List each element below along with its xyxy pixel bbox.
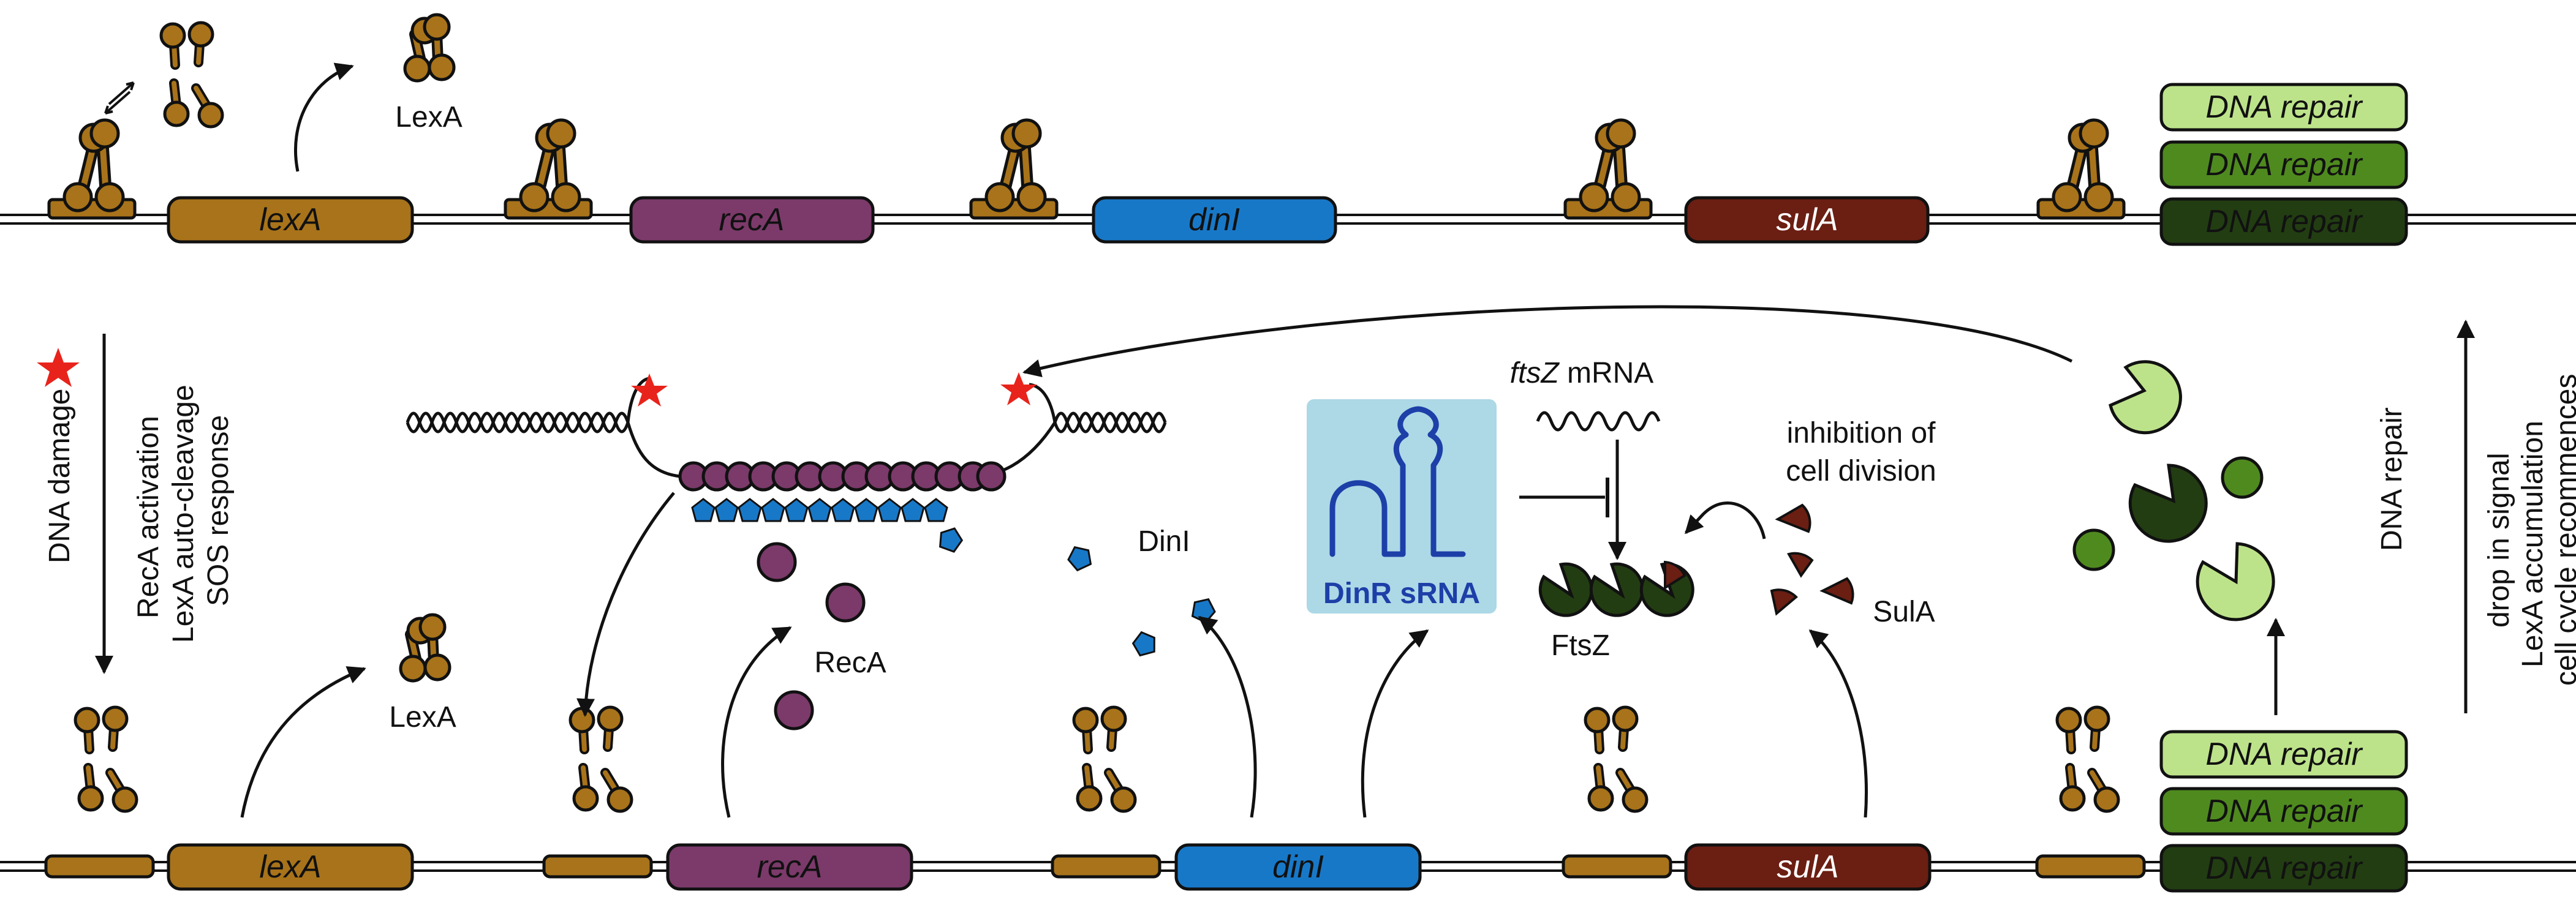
bottom-lexa-cleaved-1 <box>75 707 137 811</box>
top-repair-label-2: DNA repair <box>2205 147 2363 182</box>
bottom-repair-label-3: DNA repair <box>2205 850 2363 886</box>
dini-free-1 <box>935 524 966 554</box>
dinr-srna-panel: DinR sRNA <box>1307 399 1497 614</box>
top-gene-dinI: dinI <box>1092 196 1337 244</box>
inhibition-line2: cell division <box>1786 455 1936 487</box>
bottom-repair-label-1: DNA repair <box>2205 737 2363 772</box>
bottom-lexa-cleaved-5 <box>2057 707 2118 811</box>
ftsz-label: FtsZ <box>1551 629 1610 662</box>
dini-free-2 <box>1063 541 1095 573</box>
reca-free-2 <box>825 582 866 623</box>
top-lexa-release-arrow <box>294 62 354 172</box>
bottom-gene-lexA: lexA <box>167 843 414 891</box>
bottom-gene-repair-stack: DNA repair DNA repair DNA repair <box>2159 730 2408 893</box>
ftsz-mrna-wave <box>1536 411 1661 432</box>
top-lexa-label: LexA <box>395 101 462 133</box>
right-text-line2: LexA accumulation <box>2517 421 2549 667</box>
reca-filament <box>678 461 1007 492</box>
dinI-expression-arrow <box>1198 616 1257 818</box>
top-lexa-bound-3 <box>971 120 1057 218</box>
bottom-lexa-cleaved-4 <box>1585 707 1647 811</box>
sula-inhibition-arrow <box>1684 501 1766 539</box>
bottom-gene-sulA-label: sulA <box>1777 849 1838 885</box>
top-gene-recA-label: recA <box>719 202 785 238</box>
reca-free-1 <box>757 542 797 582</box>
bottom-lexa-cleaved-2 <box>570 707 632 811</box>
top-repair-label-3: DNA repair <box>2205 204 2363 239</box>
bottom-gene-recA: recA <box>666 843 913 891</box>
top-gene-sulA-label: sulA <box>1776 202 1838 238</box>
right-dna-repair-label: DNA repair <box>2376 407 2408 551</box>
dini-free-4 <box>1130 628 1159 658</box>
filament-to-lexa-cleavage-arrow <box>576 492 675 717</box>
sula-label: SulA <box>1873 596 1935 628</box>
top-gene-lexA: lexA <box>167 196 414 244</box>
equilibrium-arrows <box>104 81 135 114</box>
top-gene-dinI-label: dinI <box>1188 202 1240 238</box>
reca-label: RecA <box>814 647 886 679</box>
bottom-gene-recA-label: recA <box>757 849 823 885</box>
repair-feedback-arrow <box>1022 305 2073 378</box>
top-gene-lexA-label: lexA <box>259 202 321 238</box>
sula-proteins <box>1770 503 1854 616</box>
dini-bound-row <box>691 498 948 522</box>
left-text-line2: LexA auto-cleavage <box>167 385 200 643</box>
dna-damage-label: DNA damage <box>43 389 76 564</box>
top-lexa-bound-5 <box>2038 120 2124 218</box>
ssdna-coil-right <box>1053 411 1167 433</box>
bottom-lexa-free-dimer <box>401 615 450 681</box>
reca-free-3 <box>774 690 814 730</box>
ssdna-coil-left <box>406 411 630 433</box>
bottom-lexa-expression-arrow <box>240 666 366 818</box>
right-text-line3: cell cycle recommences <box>2550 374 2576 686</box>
top-gene-recA: recA <box>629 196 875 244</box>
top-gene-repair-stack: DNA repair DNA repair DNA repair <box>2159 83 2408 246</box>
bottom-gene-dinI: dinI <box>1174 843 1422 891</box>
top-lexa-bound-1 <box>49 120 135 218</box>
left-text-line1: RecA activation <box>132 416 165 618</box>
damage-star-right <box>1000 372 1037 405</box>
ftsz-mrna-label: ftsZ mRNA <box>1510 357 1654 389</box>
top-lexa-free-dimer <box>405 15 454 81</box>
dinr-srna-label: DinR sRNA <box>1323 577 1480 610</box>
damage-star-left <box>631 373 668 407</box>
ftsz-polymer <box>1538 560 1694 617</box>
bottom-gene-lexA-label: lexA <box>259 849 321 885</box>
right-text-line1: drop in signal <box>2483 452 2515 628</box>
dini-label: DinI <box>1138 525 1190 558</box>
top-lexa-cleaved <box>161 23 222 127</box>
bottom-repair-label-2: DNA repair <box>2205 794 2363 829</box>
top-repair-label-1: DNA repair <box>2205 89 2363 125</box>
bottom-lexa-cleaved-3 <box>1074 707 1135 811</box>
bottom-operators <box>44 854 2146 879</box>
ssdna-end-right <box>1029 383 1057 423</box>
inhibition-line1: inhibition of <box>1787 417 1936 449</box>
recA-expression-arrow <box>721 626 792 818</box>
bottom-gene-dinI-label: dinI <box>1272 849 1324 885</box>
top-lexa-bound-2 <box>505 120 591 218</box>
top-gene-sulA: sulA <box>1684 196 1930 244</box>
bottom-lexa-label: LexA <box>389 701 456 734</box>
repair-proteins <box>2072 360 2275 621</box>
sulA-expression-arrow <box>1808 629 1868 818</box>
damage-star <box>37 348 80 387</box>
top-lexa-bound-4 <box>1565 120 1651 218</box>
left-text-line3: SOS response <box>202 415 235 606</box>
bottom-gene-sulA: sulA <box>1684 843 1932 891</box>
dinr-expression-arrow <box>1361 629 1429 818</box>
